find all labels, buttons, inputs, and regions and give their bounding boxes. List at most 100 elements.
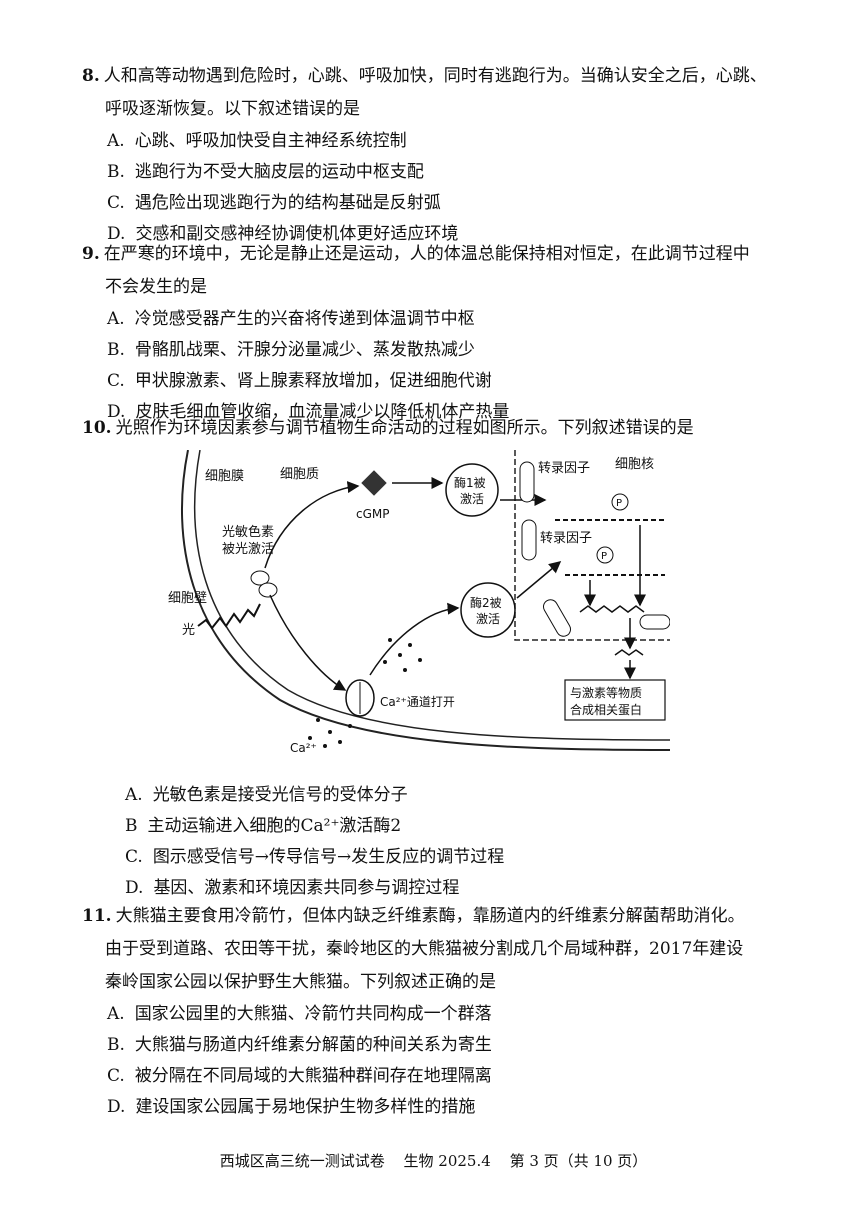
option-label: C.: [107, 193, 125, 213]
label-cgmp: cGMP: [356, 507, 390, 521]
label-cytoplasm: 细胞质: [280, 467, 319, 482]
label-cell-wall: 细胞壁: [168, 591, 207, 606]
enzyme-2-circle: [460, 582, 516, 638]
arrow-enzyme2-to-nucleus: [516, 561, 562, 599]
option-a: A. 冷觉感受器产生的兴奋将传递到体温调节中枢: [82, 304, 782, 335]
phosphate-2: [596, 546, 614, 564]
option-c: C.图示感受信号→传导信号→发生反应的调节过程: [100, 842, 800, 873]
option-label: D.: [107, 1097, 126, 1117]
enzyme-1-circle: [445, 463, 499, 517]
label-p2: P: [601, 551, 607, 562]
option-label: D.: [125, 878, 144, 898]
option-text: 甲状腺激素、肾上腺素释放增加，促进细胞代谢: [134, 371, 492, 391]
question-number: 11.: [82, 906, 112, 926]
option-text: 冷觉感受器产生的兴奋将传递到体温调节中枢: [134, 309, 475, 329]
diagram-svg: 细胞膜 细胞质 细胞核 细胞壁 光 光敏色素 被光激活 cGMP 酶1被 激活 …: [168, 449, 671, 755]
label-enzyme2-2: 激活: [476, 612, 500, 626]
option-label: A.: [107, 131, 125, 151]
nucleus-envelope: [514, 450, 670, 641]
footer-subject: 生物 2025.4: [403, 1152, 491, 1170]
label-enzyme1-2: 激活: [460, 492, 484, 506]
ca-ion-dots: [308, 638, 422, 748]
stem-line: 光照作为环境因素参与调节植物生命活动的过程如图所示。下列叙述错误的是: [115, 418, 694, 438]
phosphate-1: [611, 493, 629, 511]
question-11-stem: 11.大熊猫主要食用冷箭竹，但体内缺乏纤维素酶，靠肠道内的纤维素分解菌帮助消化。: [82, 900, 782, 933]
option-text: 图示感受信号→传导信号→发生反应的调节过程: [152, 847, 505, 867]
option-text: 大熊猫与肠道内纤维素分解菌的种间关系为寄生: [134, 1035, 492, 1055]
option-b: B. 逃跑行为不受大脑皮层的运动中枢支配: [82, 157, 782, 188]
option-a: A.光敏色素是接受光信号的受体分子: [100, 780, 800, 811]
question-10-stem: 10.光照作为环境因素参与调节植物生命活动的过程如图所示。下列叙述错误的是: [82, 412, 782, 445]
question-10: 10.光照作为环境因素参与调节植物生命活动的过程如图所示。下列叙述错误的是: [82, 412, 782, 445]
label-ca-channel: Ca²⁺通道打开: [380, 695, 455, 709]
cell-membrane-outline: [194, 449, 671, 741]
label-protein-1: 与激素等物质: [570, 686, 642, 700]
question-number: 9.: [82, 244, 100, 264]
arrow-ca-to-enzyme2: [369, 602, 460, 676]
label-phytochrome-1: 光敏色素: [222, 524, 274, 540]
option-a: A. 心跳、呼吸加快受自主神经系统控制: [82, 126, 782, 157]
label-cell-membrane: 细胞膜: [205, 469, 244, 484]
stem-line: 大熊猫主要食用冷箭竹，但体内缺乏纤维素酶，靠肠道内的纤维素分解菌帮助消化。: [115, 906, 745, 926]
option-d: D. 建设国家公园属于易地保护生物多样性的措施: [82, 1092, 782, 1123]
option-d: D. 基因、激素和环境因素共同参与调控过程: [100, 873, 800, 904]
organelle-shape: [519, 461, 535, 503]
question-number: 8.: [82, 66, 100, 86]
stem-line: 人和高等动物遇到危险时，心跳、呼吸加快，同时有逃跑行为。当确认安全之后，心跳、: [103, 66, 767, 86]
label-phytochrome-2: 被光激活: [222, 542, 274, 557]
option-a: A. 国家公园里的大熊猫、冷箭竹共同构成一个群落: [82, 999, 782, 1030]
option-b: B.大熊猫与肠道内纤维素分解菌的种间关系为寄生: [82, 1030, 782, 1061]
option-text: 被分隔在不同局域的大熊猫种群间存在地理隔离: [134, 1066, 492, 1086]
option-text: 主动运输进入细胞的Ca²⁺激活酶2: [147, 816, 402, 836]
option-label: A.: [107, 309, 125, 329]
option-d: D.皮肤毛细血管收缩，血流量减少以降低机体产热量: [82, 397, 782, 428]
option-text: 心跳、呼吸加快受自主神经系统控制: [134, 131, 407, 151]
mrna-cytoplasm: [614, 649, 644, 656]
option-label: A.: [107, 1004, 125, 1024]
option-text: 遇危险出现逃跑行为的结构基础是反射弧: [134, 193, 441, 213]
protein-box: [564, 679, 666, 721]
option-text: 建设国家公园属于易地保护生物多样性的措施: [135, 1097, 476, 1117]
label-protein-2: 合成相关蛋白: [570, 702, 642, 717]
option-text: 国家公园里的大熊猫、冷箭竹共同构成一个群落: [134, 1004, 492, 1024]
option-text: 骨骼肌战栗、汗腺分泌量减少、蒸发散热减少: [134, 340, 475, 360]
stem-line-2: 由于受到道路、农田等干扰，秦岭地区的大熊猫被分割成几个局域种群，2017年建设: [105, 939, 744, 959]
option-c: C. 被分隔在不同局域的大熊猫种群间存在地理隔离: [82, 1061, 782, 1092]
footer-page-number: 第 3 页（共 10 页）: [509, 1152, 648, 1170]
option-b: B. 骨骼肌战栗、汗腺分泌量减少、蒸发散热减少: [82, 335, 782, 366]
arrow-to-cgmp: [264, 481, 360, 569]
option-text: 逃跑行为不受大脑皮层的运动中枢支配: [134, 162, 424, 182]
question-8-stem: 8.人和高等动物遇到危险时，心跳、呼吸加快，同时有逃跑行为。当确认安全之后，心跳…: [82, 60, 782, 93]
option-label: C.: [107, 1066, 125, 1086]
option-label: B.: [107, 162, 125, 182]
question-number: 10.: [82, 418, 112, 438]
option-label: B: [125, 816, 138, 836]
phytochrome-shape: [258, 582, 278, 598]
light-wave: [197, 603, 261, 630]
option-text: 基因、激素和环境因素共同参与调控过程: [153, 878, 460, 898]
question-9: 9.在严寒的环境中，无论是静止还是运动，人的体温总能保持相对恒定，在此调节过程中…: [82, 238, 782, 428]
option-c: C.甲状腺激素、肾上腺素释放增加，促进细胞代谢: [82, 366, 782, 397]
option-label: B.: [107, 340, 125, 360]
stem-line-3: 秦岭国家公园以保护野生大熊猫。下列叙述正确的是: [105, 972, 496, 992]
stem-line-2: 不会发生的是: [105, 277, 207, 297]
option-text: 光敏色素是接受光信号的受体分子: [152, 785, 408, 805]
option-d: D.交感和副交感神经协调使机体更好适应环境: [82, 219, 782, 250]
option-text: 交感和副交感神经协调使机体更好适应环境: [135, 224, 459, 244]
organelle-shape: [639, 614, 671, 630]
question-9-stem: 9.在严寒的环境中，无论是静止还是运动，人的体温总能保持相对恒定，在此调节过程中: [82, 238, 782, 271]
question-8: 8.人和高等动物遇到危险时，心跳、呼吸加快，同时有逃跑行为。当确认安全之后，心跳…: [82, 60, 782, 250]
option-label: D.: [107, 402, 126, 422]
label-enzyme2-1: 酶2被: [470, 595, 502, 610]
label-enzyme1-1: 酶1被: [454, 475, 486, 490]
cgmp-shape: [361, 470, 387, 496]
light-signaling-diagram: 细胞膜 细胞质 细胞核 细胞壁 光 光敏色素 被光激活 cGMP 酶1被 激活 …: [160, 449, 671, 760]
label-tf1: 转录因子: [538, 461, 590, 476]
cell-wall-outline: [180, 449, 671, 751]
label-light: 光: [182, 623, 195, 638]
footer-exam-title: 西城区高三统一测试试卷: [219, 1152, 385, 1170]
organelle-shape: [521, 519, 537, 561]
organelle-shape: [543, 599, 571, 637]
option-c: C. 遇危险出现逃跑行为的结构基础是反射弧: [82, 188, 782, 219]
